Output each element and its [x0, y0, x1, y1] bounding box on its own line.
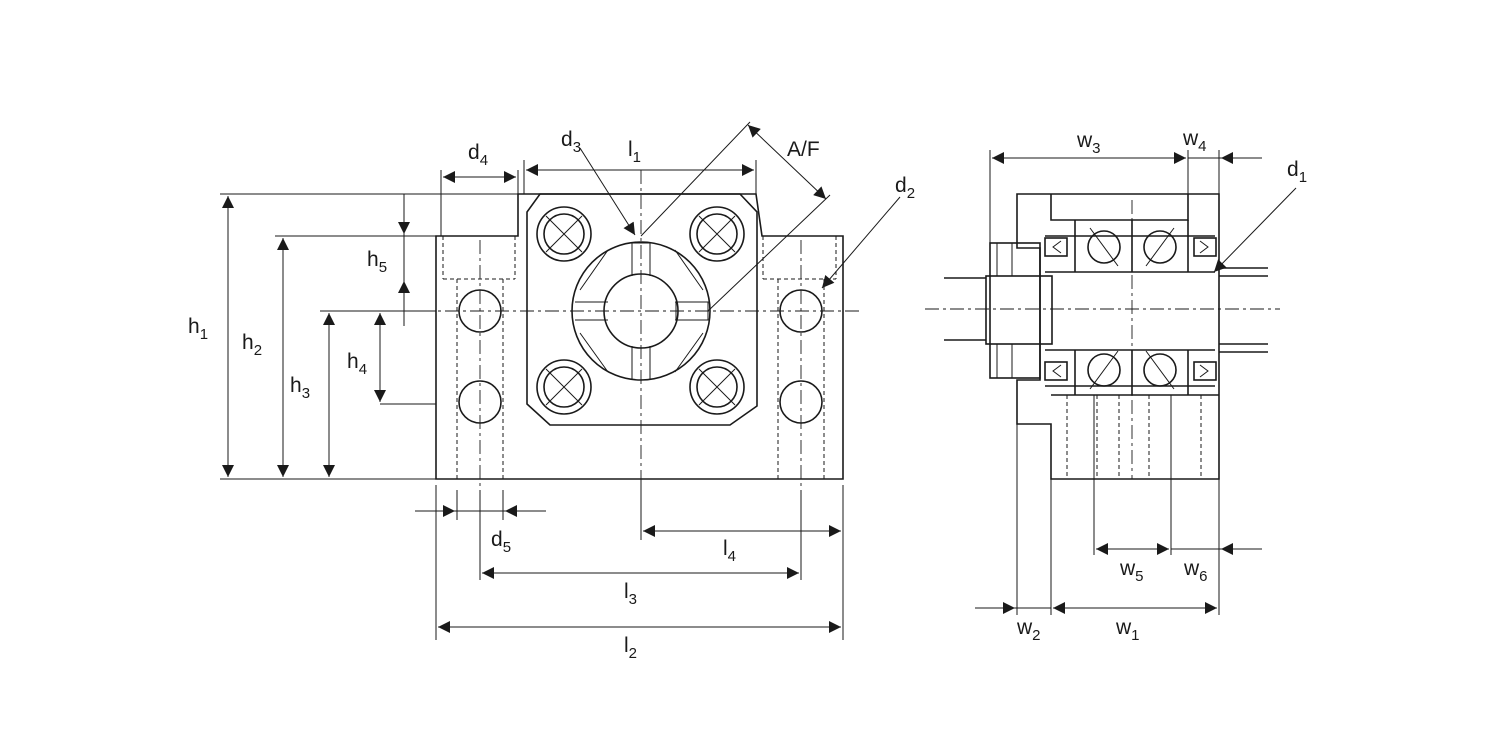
flange-bolt-bottom-right	[689, 359, 745, 415]
mounting-holes	[458, 289, 823, 424]
label-w1: w1	[1115, 616, 1140, 644]
label-w2: w2	[1016, 616, 1041, 644]
lock-nut-side-detail	[996, 243, 1013, 378]
flange-bolt-top-left	[536, 206, 592, 262]
extension-lines	[220, 160, 844, 640]
label-d5: d5	[491, 528, 511, 556]
dim-af	[747, 124, 827, 200]
label-d4: d4	[468, 141, 488, 169]
ball-upper-right	[1143, 230, 1177, 264]
leader-d3	[579, 147, 636, 236]
label-w5: w5	[1119, 557, 1144, 585]
label-w3: w3	[1076, 129, 1101, 157]
leader-d2	[821, 196, 901, 289]
af-extension-lines	[640, 121, 831, 312]
flange-bolt-top-right	[689, 206, 745, 262]
lock-nut-side	[989, 242, 1041, 379]
shaft-left	[944, 277, 986, 341]
leader-d1	[1213, 187, 1297, 273]
seal-marks	[1052, 240, 1209, 378]
flange-bolts	[536, 206, 745, 415]
seal-upper-right	[1193, 237, 1217, 257]
label-w6: w6	[1183, 557, 1208, 585]
label-l1: l1	[628, 138, 641, 166]
dimension-labels: d4 d3 l1 A/F d2 h1 h2 h3 h4 h5 d5 l4 l3 …	[188, 127, 1307, 662]
label-l4: l4	[723, 537, 736, 565]
label-h5: h5	[367, 248, 387, 276]
label-l2: l2	[624, 634, 637, 662]
bearing-cartridge	[1045, 220, 1215, 395]
flange-plate	[526, 193, 758, 426]
label-d1: d1	[1287, 158, 1307, 186]
side-hidden-holes	[1066, 395, 1202, 479]
ball-lower-left	[1087, 353, 1121, 387]
seal-lower-left	[1044, 361, 1068, 381]
label-h1: h1	[188, 315, 208, 343]
label-h2: h2	[242, 331, 262, 359]
label-w4: w4	[1182, 127, 1207, 155]
label-l3: l3	[624, 580, 637, 608]
seal-upper-left	[1044, 237, 1068, 257]
center-lines	[420, 170, 860, 580]
housing-outline	[435, 193, 844, 480]
front-view	[220, 121, 901, 640]
side-extension-lines	[989, 150, 1220, 615]
side-center-lines	[925, 200, 1280, 479]
label-h3: h3	[290, 374, 310, 402]
label-d3: d3	[561, 128, 581, 156]
side-view	[925, 150, 1297, 615]
label-af: A/F	[787, 138, 820, 161]
shaft-journal	[985, 275, 1053, 345]
hidden-bores	[442, 236, 837, 479]
ball-contact-lines	[1089, 227, 1175, 390]
side-housing-top-step	[1050, 194, 1189, 221]
ball-upper-left	[1087, 230, 1121, 264]
flange-bolt-bottom-left	[536, 359, 592, 415]
shaft-right	[1219, 267, 1268, 353]
label-h4: h4	[347, 350, 367, 378]
seal-lower-right	[1193, 361, 1217, 381]
label-d2: d2	[895, 174, 915, 202]
ball-lower-right	[1143, 353, 1177, 387]
